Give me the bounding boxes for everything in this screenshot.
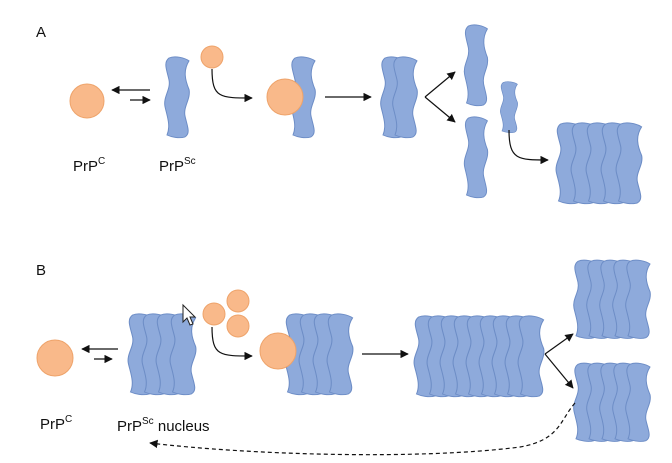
b-recruit-arrow	[211, 326, 253, 361]
b-incoming-prpc	[259, 332, 297, 370]
b-fragment-bottom-strand-5	[625, 362, 651, 442]
a-dimer-strand-2	[392, 56, 418, 139]
b-growing-fibril-strand-4	[326, 313, 354, 396]
panel-b-prpsc-suffix: nucleus	[153, 418, 210, 435]
b-break-down-arrow	[544, 353, 574, 389]
b-prpc-3	[226, 314, 250, 338]
panel-b-prpc-label: PrPC	[40, 414, 73, 433]
a-fragment-top	[463, 24, 489, 107]
a-incoming-prpc	[200, 45, 224, 69]
a-prpsc-seed	[164, 56, 190, 139]
a-prpc-monomer	[69, 83, 105, 119]
panel-a-prpsc-sup: Sc	[184, 156, 196, 167]
b-long-fibril-strand-9	[517, 315, 545, 398]
panel-b-prpsc-label: PrPSc nucleus	[117, 416, 210, 435]
panel-b-prpsc-sup: Sc	[142, 416, 154, 427]
panel-b-letter: B	[36, 262, 47, 279]
panel-b-prpc-base: PrP	[40, 416, 66, 433]
panel-a-prpsc-label: PrPSc	[159, 156, 196, 175]
panel-a-prpsc-base: PrP	[159, 158, 185, 175]
a-fragment-up-arrow	[424, 71, 456, 98]
b-prpc-1	[202, 302, 226, 326]
a-growth-arrow	[508, 129, 549, 165]
b-fragment-top-strand-5	[625, 259, 651, 339]
panel-a-prpc-base: PrP	[73, 158, 99, 175]
b-prpc-monomer	[36, 339, 74, 377]
panel-a-prpc-label: PrPC	[73, 156, 106, 175]
mouse-pointer-icon	[182, 303, 197, 326]
b-prpc-2	[226, 289, 250, 313]
a-recruit-arrow	[211, 68, 253, 103]
b-nucleus-strand-4	[169, 313, 197, 396]
a-fibril-strand-5	[615, 122, 643, 205]
panel-a-prpc-sup: C	[98, 156, 106, 167]
b-break-up-arrow	[544, 333, 574, 355]
a-small-seed	[500, 81, 518, 134]
b-recycle-dashed-arrow	[149, 402, 576, 456]
panel-a-letter: A	[36, 24, 47, 41]
a-fragment-bottom	[463, 116, 489, 199]
panel-b-prpc-sup: C	[65, 414, 73, 425]
a-complex-prpc	[266, 78, 304, 116]
a-fragment-down-arrow	[424, 96, 456, 123]
panel-b-prpsc-base: PrP	[117, 418, 143, 435]
